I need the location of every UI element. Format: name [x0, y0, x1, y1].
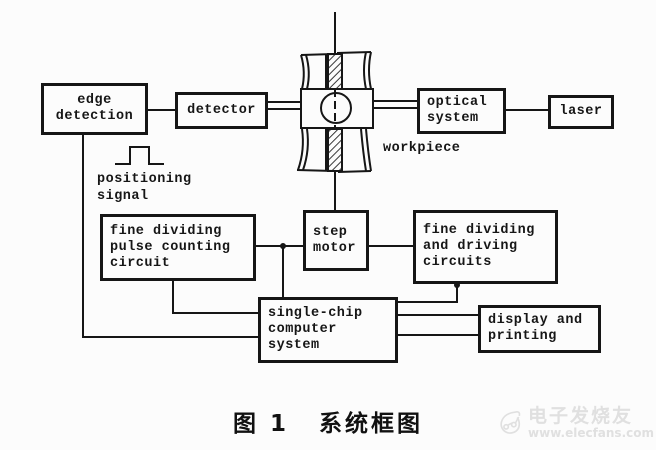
box-label: laser: [559, 104, 603, 119]
box-label: circuits: [423, 255, 492, 270]
junction-dot: [280, 243, 286, 249]
workpiece-top-left-wall: [300, 54, 310, 90]
box-laser: laser: [548, 95, 614, 129]
box-fine-dividing-pulse-counting-circuit: fine dividing pulse counting circuit: [100, 214, 256, 281]
figure-number: 图 1: [232, 411, 289, 437]
elecfans-logo-icon: [500, 411, 521, 434]
box-label: fine dividing: [110, 223, 222, 239]
connector-driving-singlechip: [397, 283, 458, 303]
box-label: pulse counting: [110, 239, 231, 255]
workpiece-drawing: [296, 51, 374, 173]
box-label: display and: [488, 313, 583, 328]
workpiece-bottom-left-wall: [297, 128, 309, 171]
workpiece-bottom-right-wall: [360, 128, 372, 172]
watermark-url: www.elecfans.com: [528, 425, 654, 440]
workpiece-top-right-wall: [363, 51, 372, 90]
box-label: and driving: [423, 239, 518, 254]
beam-detector-workpiece: [268, 101, 301, 110]
beam-workpiece-optical: [373, 100, 417, 109]
workpiece-bore-circle: [320, 92, 352, 124]
box-step-motor: step motor: [303, 210, 369, 271]
connector-pulsecounting-singlechip: [172, 281, 258, 314]
box-label: system: [268, 338, 320, 353]
positioning-signal-line1: positioning: [97, 172, 192, 187]
box-label: motor: [313, 240, 357, 256]
figure-caption: 图 1 系统框图: [0, 404, 656, 438]
pulse-waveform-icon: [115, 146, 164, 165]
spindle-hatch-top: [327, 53, 343, 90]
box-label: detection: [55, 109, 134, 124]
box-display-and-printing: display and printing: [478, 305, 601, 353]
positioning-signal-label: positioning signal: [97, 171, 192, 205]
workpiece-label: workpiece: [383, 141, 461, 156]
box-label: fine dividing: [423, 223, 535, 238]
box-label: edge: [77, 93, 112, 108]
box-edge-detection: edge detection: [41, 83, 148, 135]
box-label: printing: [488, 329, 557, 344]
spindle-hatch-bottom: [327, 128, 343, 172]
connectors: [82, 12, 548, 338]
box-label: step: [313, 224, 348, 240]
box-label: detector: [187, 102, 256, 118]
box-fine-dividing-and-driving-circuits: fine dividing and driving circuits: [413, 210, 558, 284]
box-label: circuit: [110, 255, 171, 271]
box-optical-system: optical system: [417, 88, 506, 134]
watermark-text: 电子发烧友 www.elecfans.com: [528, 404, 654, 440]
box-label: optical: [427, 95, 488, 110]
box-label: system: [427, 111, 479, 126]
site-watermark: 电子发烧友 www.elecfans.com: [499, 398, 654, 448]
box-single-chip-computer-system: single-chip computer system: [258, 297, 398, 363]
figure-title: 系统框图: [319, 411, 423, 437]
box-detector: detector: [175, 92, 268, 129]
box-label: computer: [268, 322, 337, 337]
positioning-signal-line2: signal: [97, 189, 149, 204]
watermark-brand: 电子发烧友: [528, 404, 634, 427]
connector-edgedetection-singlechip: [82, 134, 258, 338]
box-label: single-chip: [268, 306, 363, 321]
